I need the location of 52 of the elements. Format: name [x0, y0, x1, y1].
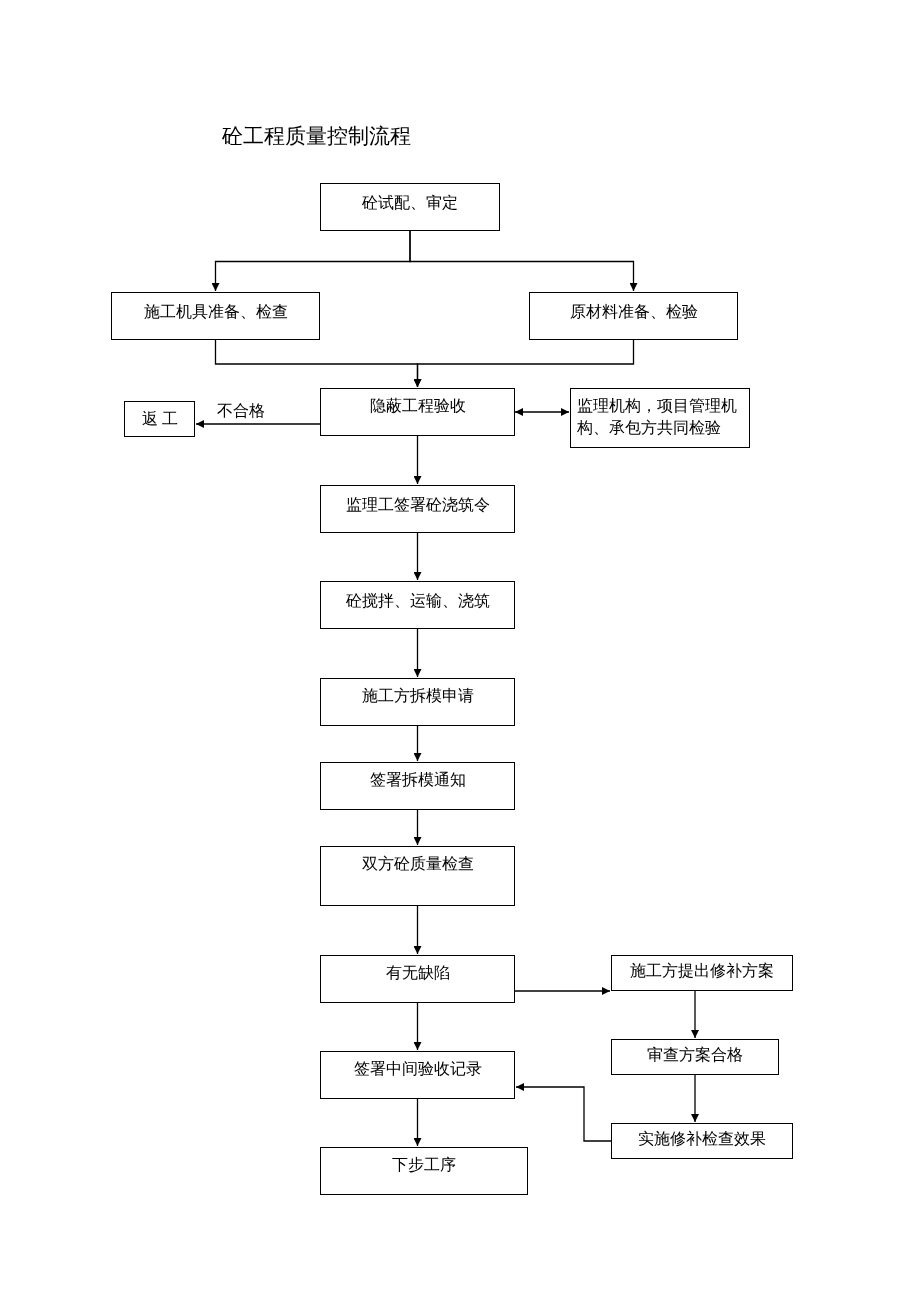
process-box	[320, 581, 515, 629]
box-label: 实施修补检查效果	[638, 1129, 766, 1149]
arrow	[195, 420, 321, 428]
process-box	[611, 1039, 779, 1075]
arrow	[413, 628, 422, 678]
edge-label: 不合格	[216, 402, 266, 420]
box-label: 监理机构，项目管理机构、承包方共同检验	[577, 396, 738, 438]
box-label: 签署拆模通知	[369, 770, 466, 790]
box-label: 施工方提出修补方案	[630, 961, 774, 981]
arrow	[514, 987, 611, 995]
box-label: 返 工	[141, 409, 178, 429]
arrow	[691, 990, 699, 1039]
box-label: 砼试配、审定	[362, 193, 458, 213]
box-label: 双方砼质量检查	[361, 854, 474, 874]
arrow	[413, 1098, 422, 1147]
process-box	[124, 401, 195, 437]
arrow	[515, 1083, 612, 1142]
box-label: 施工方拆模申请	[361, 686, 474, 706]
process-box	[320, 485, 515, 533]
title: 砼工程质量控制流程	[222, 123, 411, 150]
arrow	[413, 905, 422, 955]
arrow	[413, 532, 422, 581]
process-box	[611, 955, 793, 991]
box-label: 原材料准备、检验	[569, 302, 698, 322]
process-box	[320, 1051, 515, 1099]
process-box	[320, 388, 515, 436]
box-label: 审查方案合格	[647, 1045, 743, 1065]
box-label: 签署中间验收记录	[353, 1059, 482, 1079]
arrow	[413, 725, 422, 762]
box-label: 下步工序	[392, 1155, 456, 1175]
arrow	[514, 408, 570, 416]
box-label: 隐蔽工程验收	[369, 396, 466, 416]
arrow	[409, 230, 638, 292]
process-box	[320, 955, 515, 1003]
box-label: 砼搅拌、运输、浇筑	[345, 591, 490, 611]
process-box	[320, 183, 500, 231]
arrow	[413, 435, 422, 485]
process-box	[111, 292, 320, 340]
process-box	[320, 678, 515, 726]
arrow	[413, 1002, 422, 1051]
process-box	[611, 1123, 793, 1159]
arrow	[413, 339, 635, 388]
box-label: 监理工签署砼浇筑令	[345, 495, 490, 515]
arrow	[691, 1074, 699, 1123]
process-box	[320, 846, 515, 906]
process-box	[529, 292, 738, 340]
process-box	[320, 762, 515, 810]
process-box	[320, 1147, 528, 1195]
box-label: 施工机具准备、检查	[143, 302, 288, 322]
arrow	[413, 809, 422, 846]
box-label: 有无缺陷	[385, 963, 450, 983]
process-box	[570, 388, 750, 448]
